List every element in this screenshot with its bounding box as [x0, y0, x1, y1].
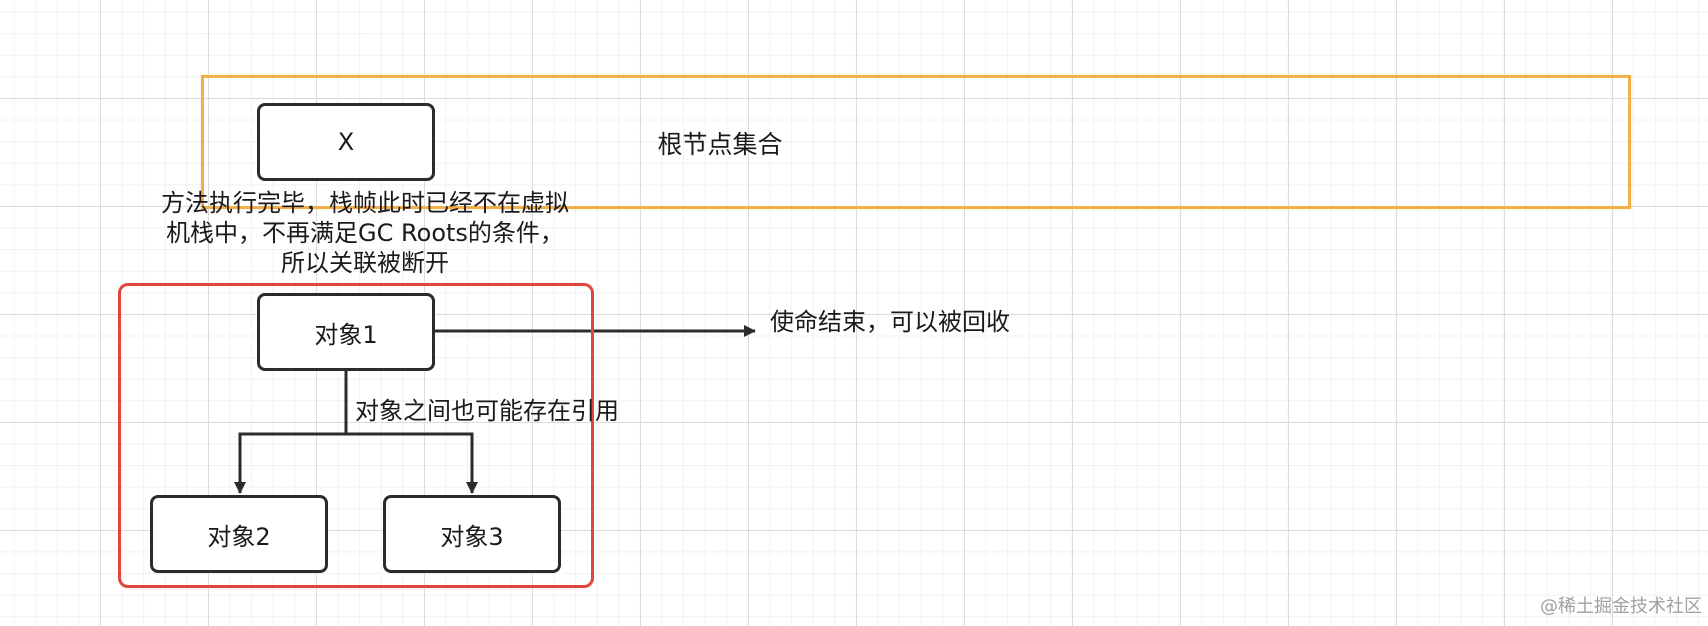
node-object-2-label: 对象2 [207, 522, 271, 551]
node-object-1-label: 对象1 [314, 320, 378, 349]
node-object-1[interactable]: 对象1 [257, 293, 435, 371]
arrow-obj1-to-obj2 [234, 371, 348, 494]
unreachable-objects-group [118, 283, 594, 588]
watermark: @稀土掘金技术社区 [1540, 596, 1702, 617]
broken-reference-note-line-1: 方法执行完毕，栈帧此时已经不在虚拟 [161, 189, 569, 217]
node-x[interactable]: X [257, 103, 435, 181]
root-set-label: 根节点集合 [657, 130, 783, 159]
node-x-label: X [337, 128, 355, 156]
node-object-3[interactable]: 对象3 [383, 495, 561, 573]
node-object-3-label: 对象3 [440, 522, 504, 551]
end-of-life-note: 使命结束，可以被回收 [770, 308, 1010, 336]
inter-object-reference-note: 对象之间也可能存在引用 [355, 397, 619, 425]
broken-reference-note: 方法执行完毕，栈帧此时已经不在虚拟 机栈中，不再满足GC Roots的条件， 所… [130, 188, 600, 278]
node-object-2[interactable]: 对象2 [150, 495, 328, 573]
broken-reference-note-line-3: 所以关联被断开 [281, 249, 449, 277]
broken-reference-note-line-2: 机栈中，不再满足GC Roots的条件， [166, 219, 564, 247]
root-set-container [201, 75, 1631, 209]
arrow-obj1-to-obj3 [346, 432, 478, 494]
